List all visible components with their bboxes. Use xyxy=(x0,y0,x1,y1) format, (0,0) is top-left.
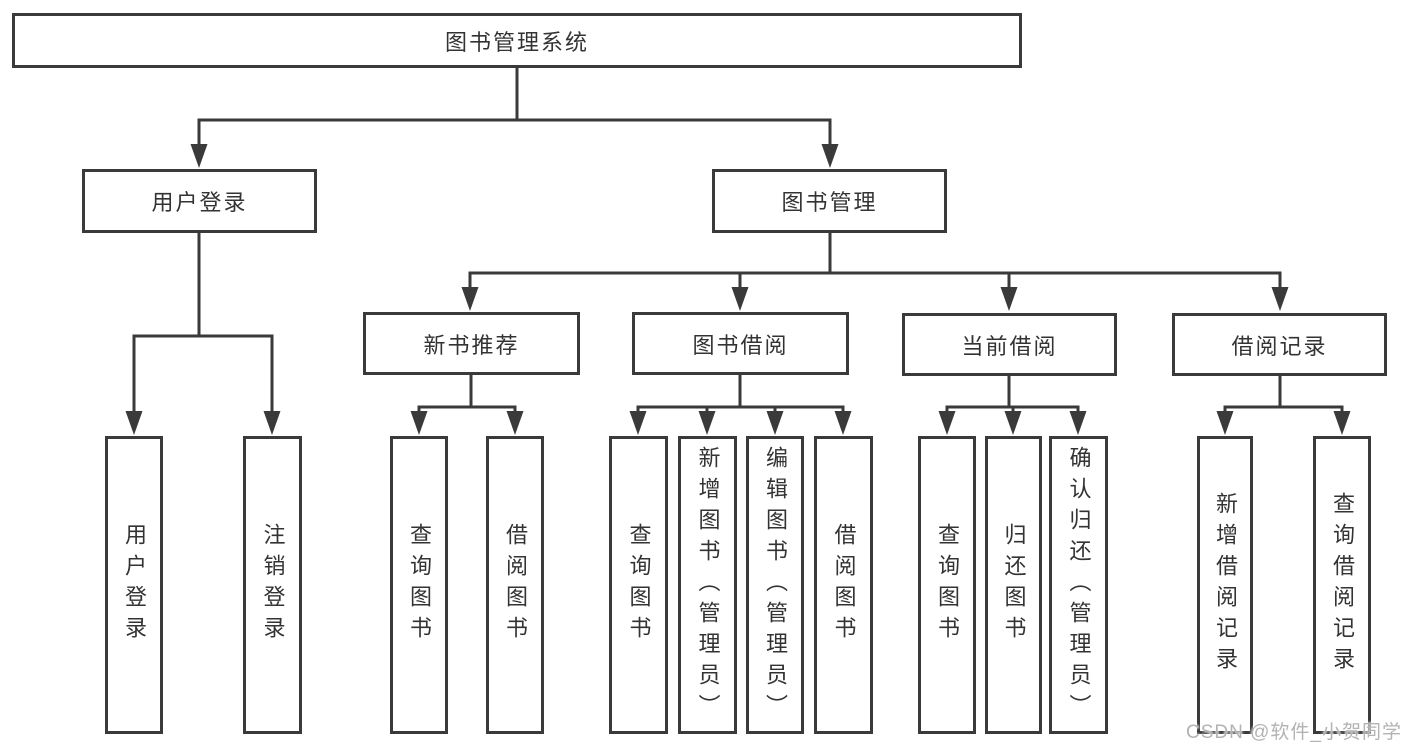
node-current-borrow: 当前借阅 xyxy=(902,313,1117,376)
node-book-borrow: 图书借阅 xyxy=(632,312,849,375)
leaf-query-borrow-record-label: 查询借阅记录 xyxy=(1330,492,1355,678)
leaf-edit-book-admin-label: 编辑图书（管理员） xyxy=(763,445,788,725)
leaf-return-book: 归还图书 xyxy=(985,436,1042,734)
leaf-logout: 注销登录 xyxy=(243,436,302,734)
node-borrow-records: 借阅记录 xyxy=(1172,313,1387,376)
leaf-borrow-books-recommend-label: 借阅图书 xyxy=(503,523,528,647)
leaf-user-login: 用户登录 xyxy=(105,436,163,734)
leaf-add-book-admin: 新增图书（管理员） xyxy=(678,436,737,734)
leaf-logout-label: 注销登录 xyxy=(260,523,286,647)
leaf-confirm-return-admin-label: 确认归还（管理员） xyxy=(1066,445,1092,725)
leaf-borrow-books-recommend: 借阅图书 xyxy=(486,436,544,734)
node-book-borrow-label: 图书借阅 xyxy=(692,332,789,358)
leaf-confirm-return-admin: 确认归还（管理员） xyxy=(1049,436,1108,734)
node-library-management-system-label: 图书管理系统 xyxy=(444,29,589,55)
node-current-borrow-label: 当前借阅 xyxy=(961,333,1058,359)
node-book-management: 图书管理 xyxy=(712,169,947,233)
leaf-query-books-current-label: 查询图书 xyxy=(935,523,960,647)
node-new-book-recommend-label: 新书推荐 xyxy=(423,332,520,358)
leaf-return-book-label: 归还图书 xyxy=(1001,523,1027,647)
leaf-add-book-admin-label: 新增图书（管理员） xyxy=(695,445,721,725)
leaf-query-borrow-record: 查询借阅记录 xyxy=(1313,436,1371,734)
node-book-management-label: 图书管理 xyxy=(781,190,878,215)
leaf-user-login-label: 用户登录 xyxy=(122,523,147,647)
leaf-edit-book-admin: 编辑图书（管理员） xyxy=(746,436,804,734)
node-user-login: 用户登录 xyxy=(82,169,317,233)
leaf-query-books-borrow: 查询图书 xyxy=(609,436,668,734)
leaf-borrow-books: 借阅图书 xyxy=(814,436,873,734)
node-library-management-system: 图书管理系统 xyxy=(12,13,1022,68)
leaf-query-books-borrow-label: 查询图书 xyxy=(626,523,652,647)
leaf-query-books-recommend: 查询图书 xyxy=(390,436,448,734)
arrowhead-icons xyxy=(125,144,1351,435)
leaf-query-books-current: 查询图书 xyxy=(918,436,976,734)
node-borrow-records-label: 借阅记录 xyxy=(1231,333,1328,359)
leaf-query-books-recommend-label: 查询图书 xyxy=(407,523,432,647)
leaf-add-borrow-record-label: 新增借阅记录 xyxy=(1213,492,1238,678)
node-new-book-recommend: 新书推荐 xyxy=(363,312,580,375)
leaf-borrow-books-label: 借阅图书 xyxy=(831,523,857,647)
node-user-login-label: 用户登录 xyxy=(151,190,248,215)
leaf-add-borrow-record: 新增借阅记录 xyxy=(1197,436,1253,734)
csdn-watermark: CSDN @软件_小贺同学 xyxy=(1186,722,1402,743)
